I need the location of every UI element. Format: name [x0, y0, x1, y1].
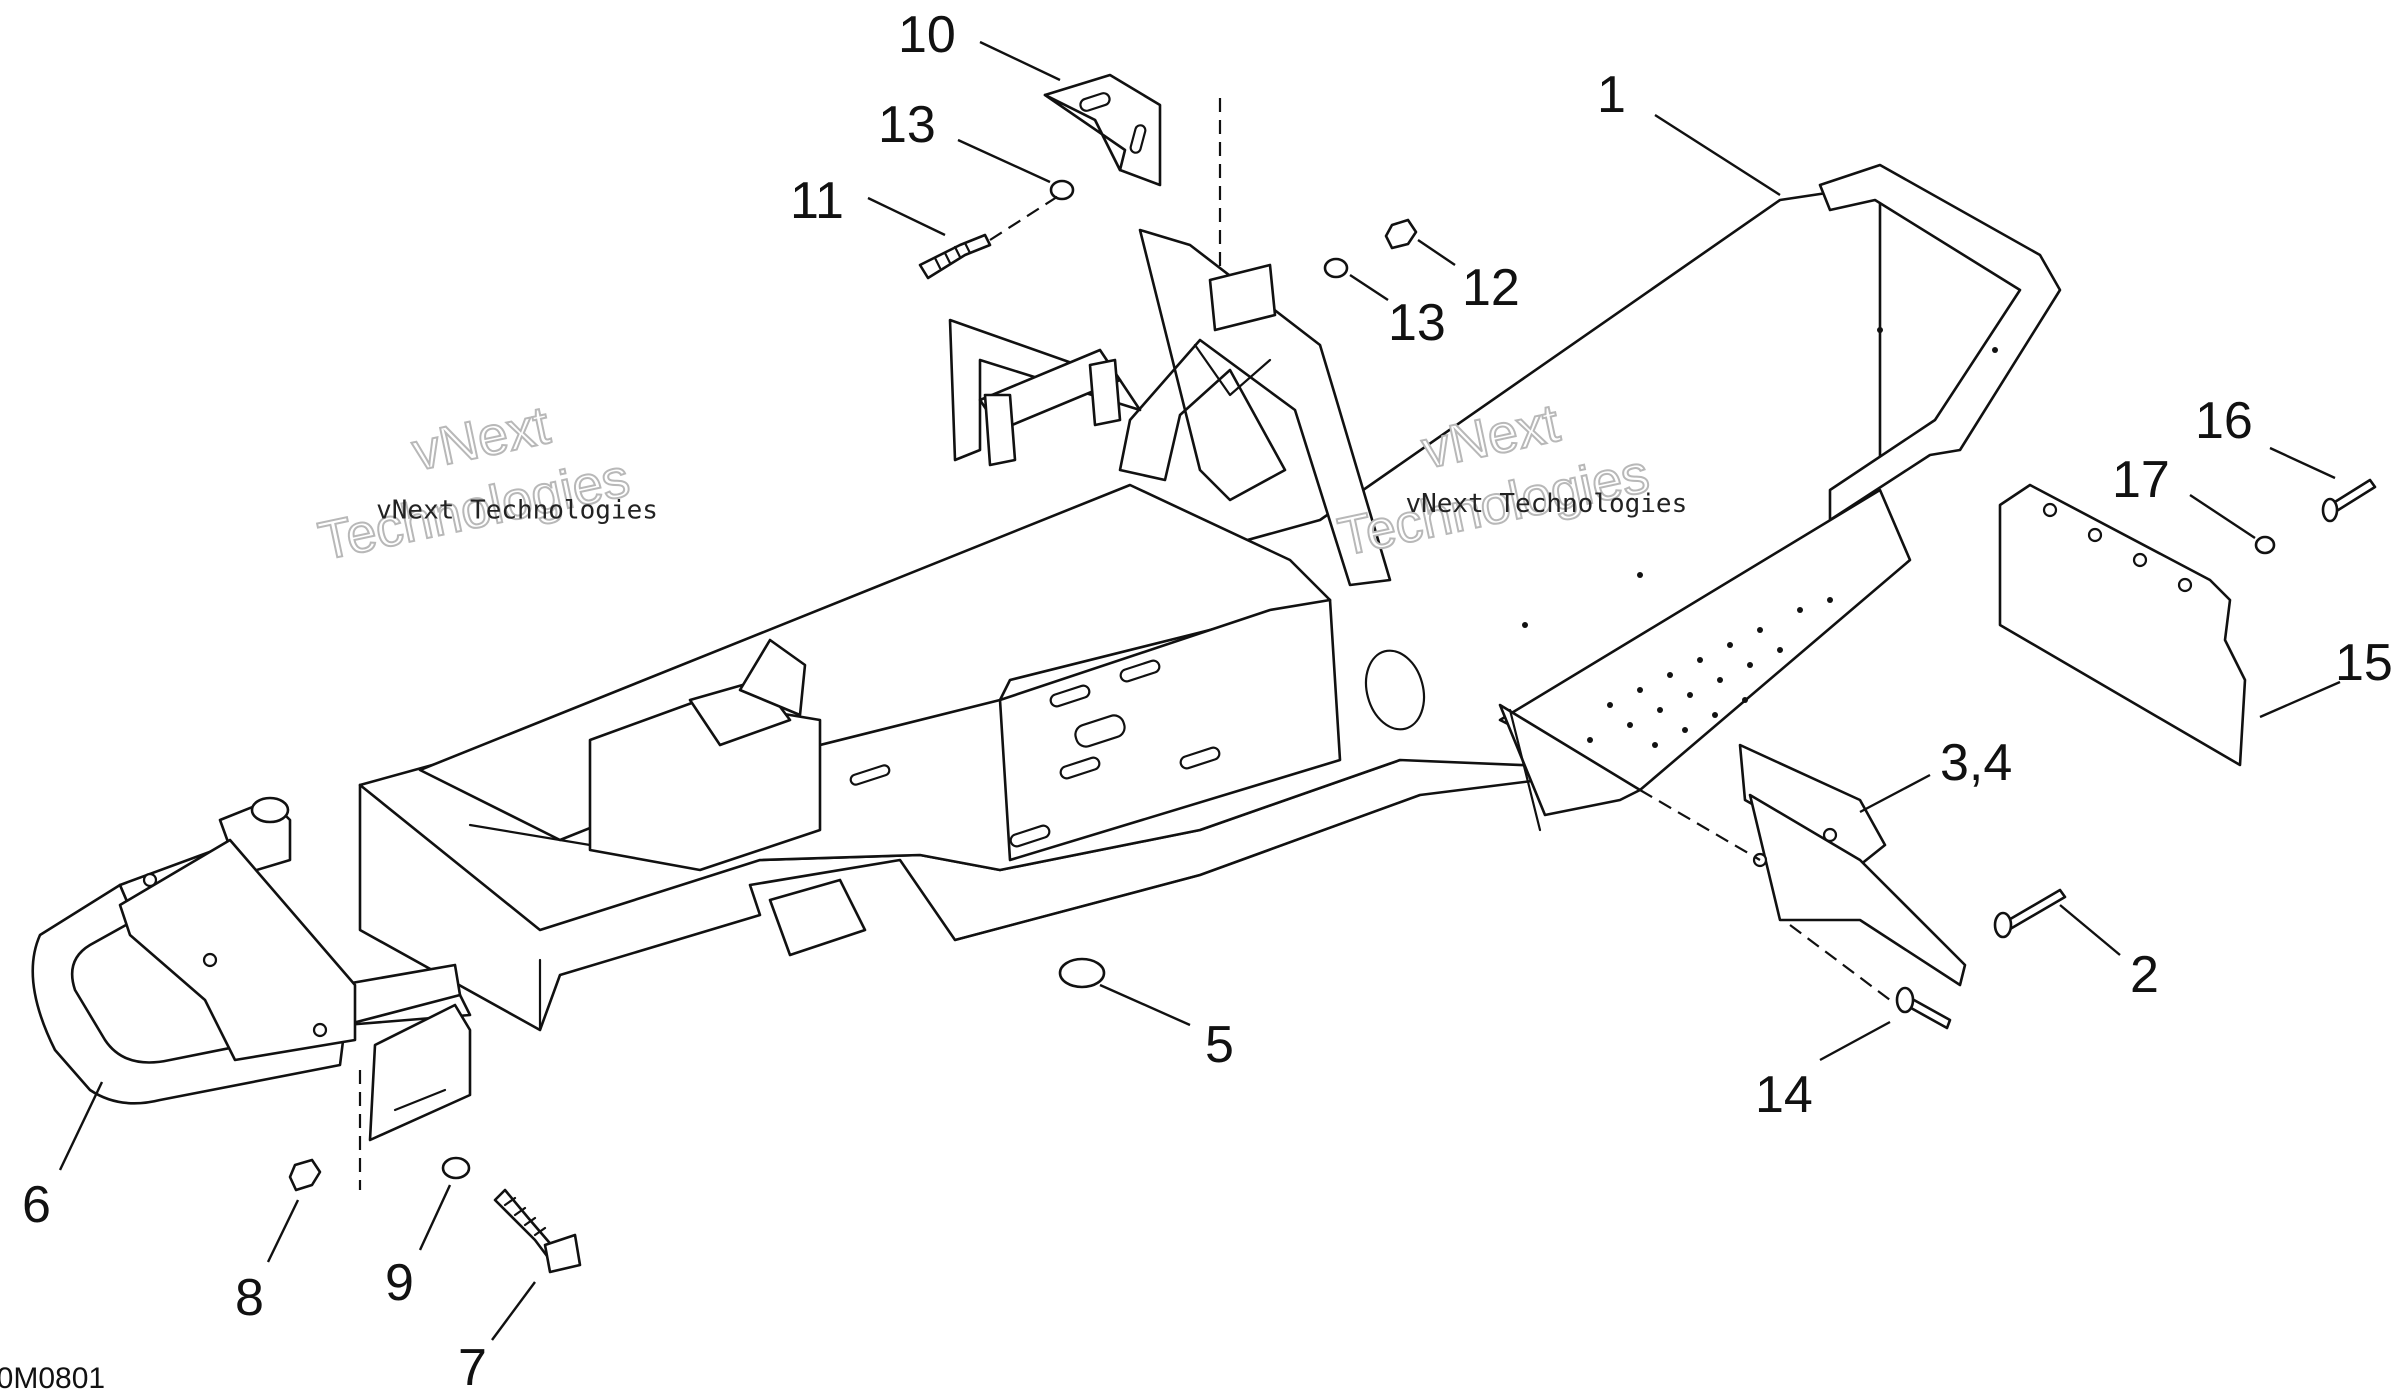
bracket-10 — [1043, 73, 1162, 187]
callout-1: 1 — [1597, 66, 1626, 124]
callout-9: 9 — [385, 1254, 414, 1312]
support-tower — [1118, 228, 1392, 587]
lower-bracket — [768, 878, 867, 957]
svg-text:vNext Technologies: vNext Technologies — [376, 495, 658, 525]
frame-plate — [998, 598, 1342, 862]
callout-10: 10 — [898, 6, 956, 64]
rivet-16 — [2321, 478, 2377, 523]
callout-15: 15 — [2335, 634, 2393, 692]
callout-2: 2 — [2130, 946, 2159, 1004]
callout-13-upper: 13 — [878, 96, 936, 154]
callout-8: 8 — [235, 1269, 264, 1327]
drawing-code: 30M0801 — [0, 1362, 105, 1389]
washer-13-right — [1323, 257, 1349, 279]
callout-14: 14 — [1755, 1066, 1813, 1124]
callout-16: 16 — [2195, 392, 2253, 450]
mud-flap-15 — [1998, 483, 2247, 767]
main-frame — [358, 163, 2062, 1032]
steering-support — [948, 228, 1392, 587]
callout-13-right: 13 — [1388, 294, 1446, 352]
rivet-14 — [1895, 986, 1952, 1030]
bumper-plate — [118, 838, 357, 1062]
washer-13-upper — [1049, 179, 1075, 201]
nut-8 — [288, 1158, 322, 1192]
callout-12: 12 — [1462, 259, 1520, 317]
bolt-11 — [918, 233, 992, 280]
leader-lines — [58, 40, 2341, 1341]
callout-6: 6 — [22, 1176, 51, 1234]
svg-text:vNext Technologies: vNext Technologies — [1405, 489, 1687, 519]
grommet-5 — [1058, 957, 1106, 989]
bumper-6 — [31, 796, 472, 1105]
callout-17: 17 — [2112, 451, 2170, 509]
rivet-2 — [1993, 888, 2067, 939]
washer-9 — [441, 1156, 471, 1180]
step-gusset — [1498, 703, 1642, 817]
bolt-7 — [493, 1188, 582, 1274]
support-tab — [1208, 263, 1277, 332]
nut-12 — [1384, 218, 1418, 250]
watermark-left: vNext Technologies vNext Technologies — [313, 394, 658, 573]
callout-labels: 10 13 11 12 13 1 16 17 15 3,4 2 14 5 6 8… — [22, 6, 2393, 1389]
frame-round-opening — [1364, 649, 1426, 731]
callout-11: 11 — [790, 172, 844, 230]
callout-5: 5 — [1205, 1016, 1234, 1074]
callout-7: 7 — [458, 1339, 487, 1389]
rear-guard-3-4 — [1639, 743, 1967, 1001]
seat-bracket — [738, 638, 807, 717]
washer-17 — [2254, 535, 2276, 555]
callout-3-4: 3,4 — [1940, 734, 2012, 792]
bumper-end-bracket — [358, 1003, 472, 1190]
